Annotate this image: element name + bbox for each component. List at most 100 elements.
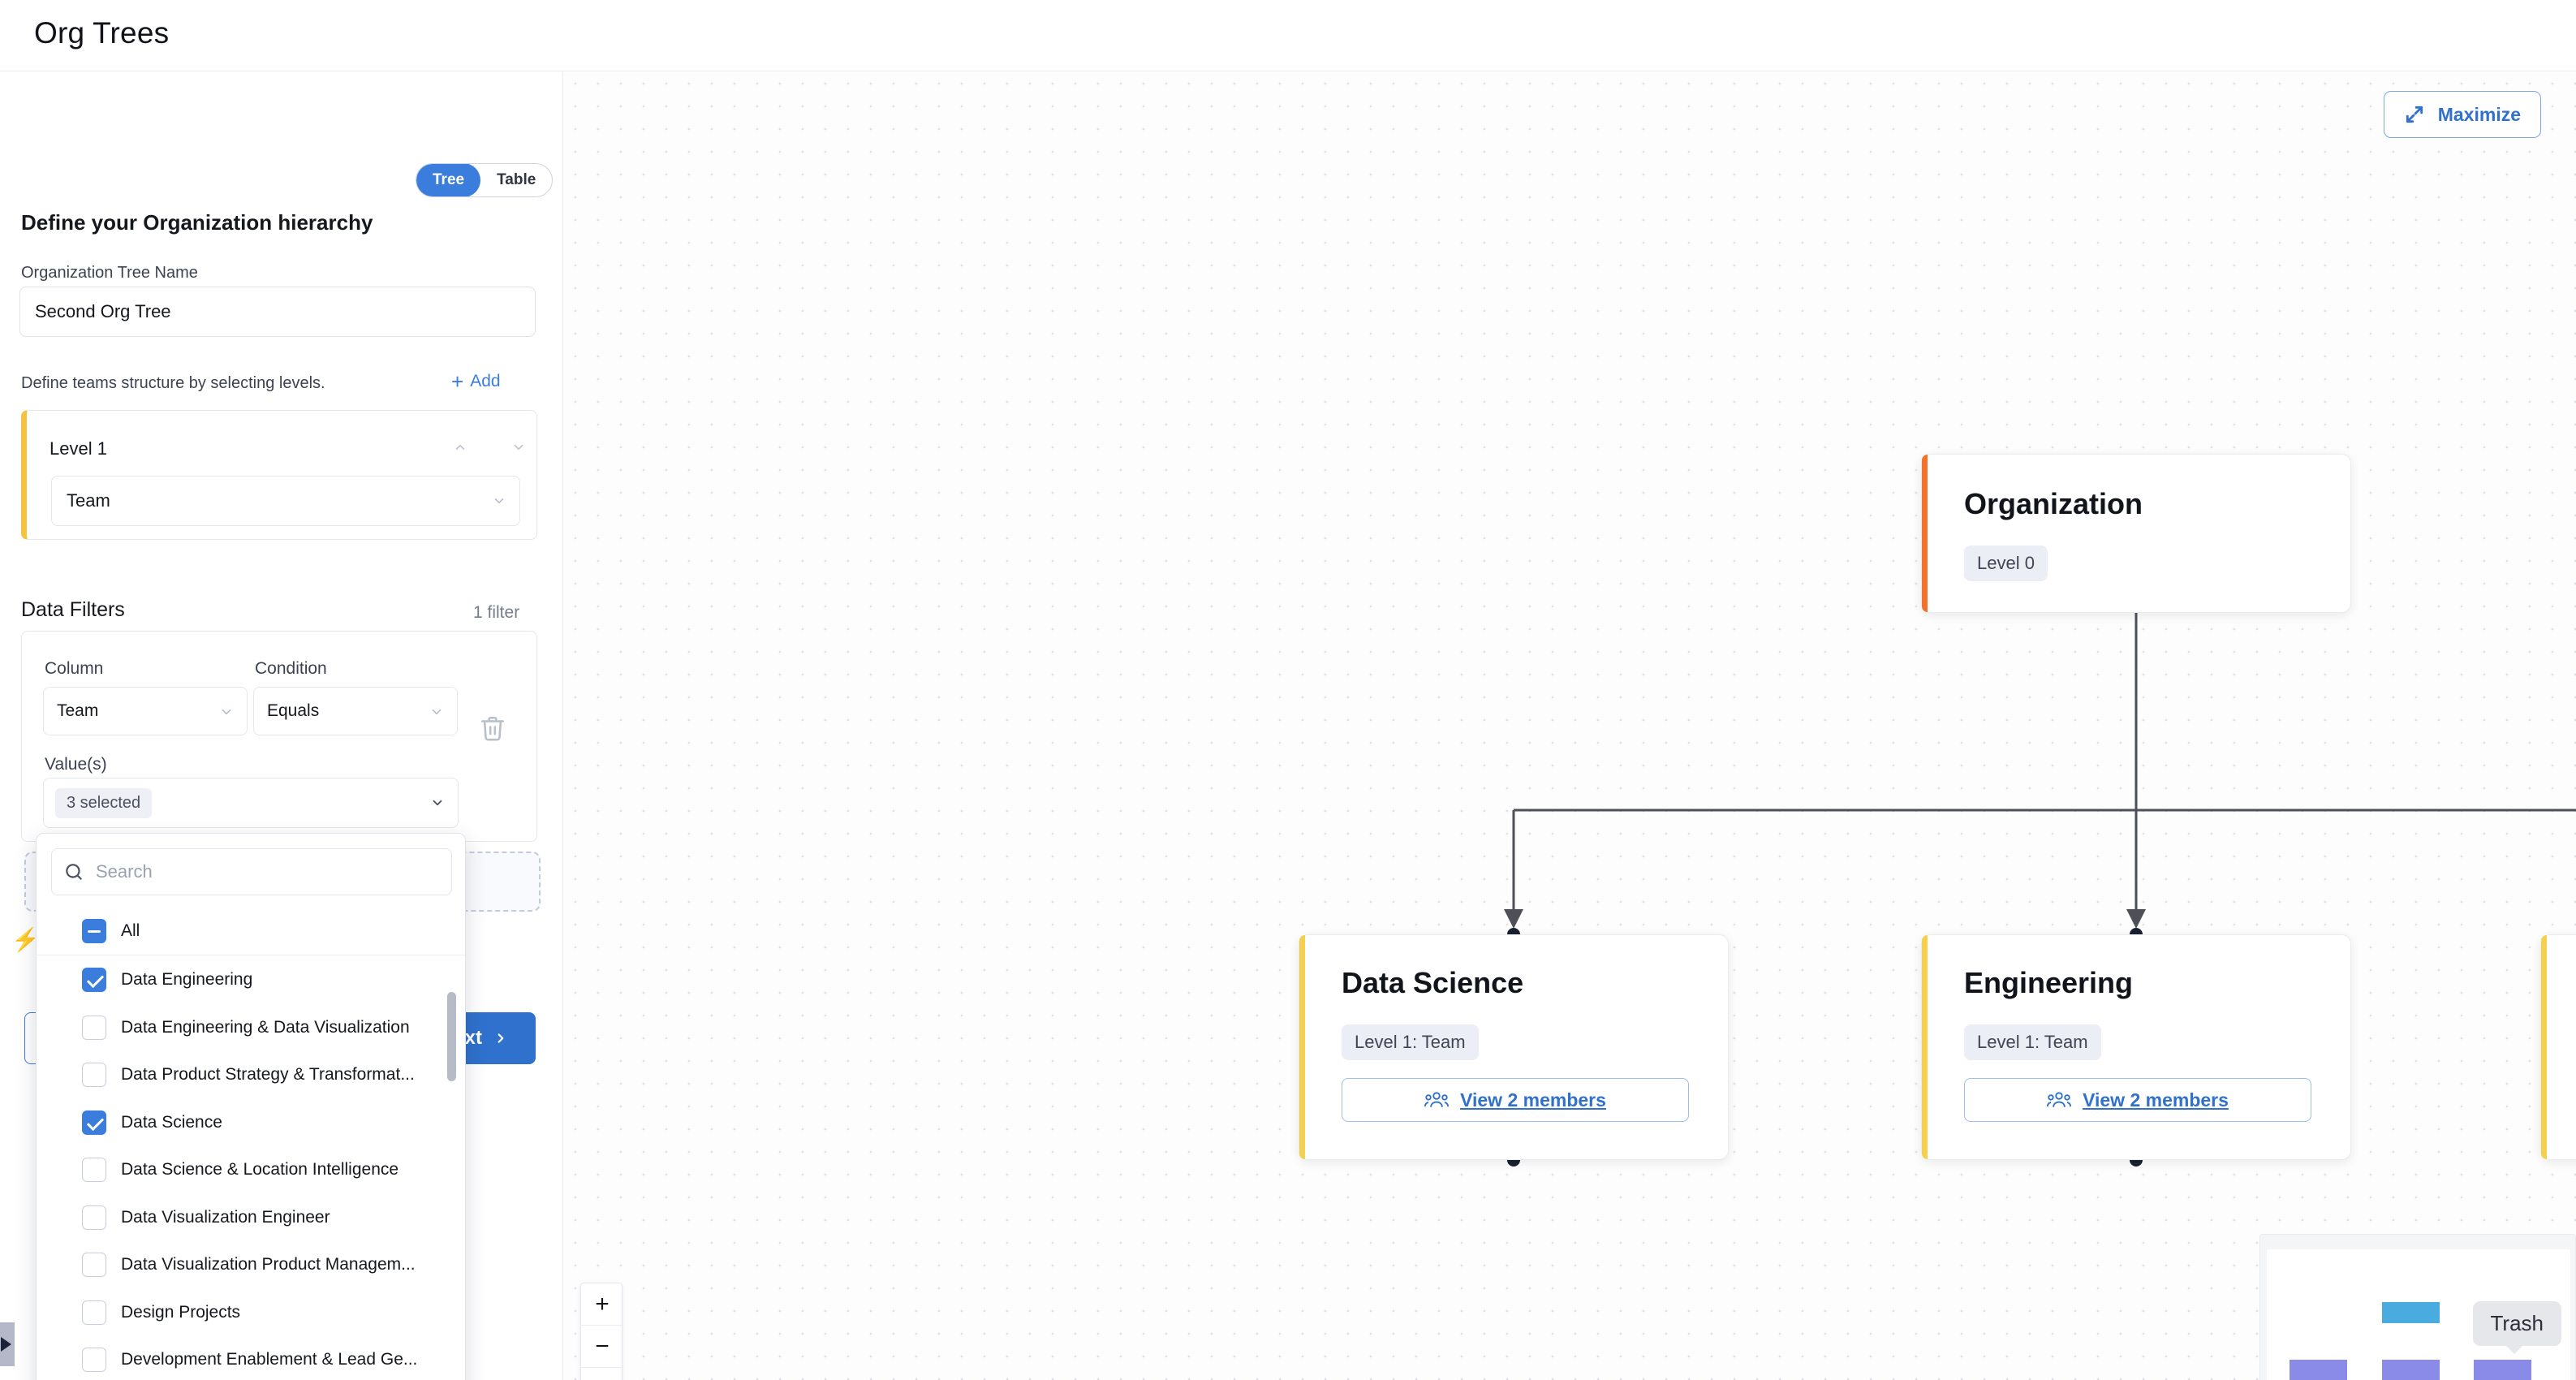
minimap-node-child <box>2474 1360 2531 1380</box>
view-members-button[interactable]: View 2 members <box>1964 1078 2311 1122</box>
zoom-out-button[interactable]: − <box>581 1326 622 1368</box>
filter-condition-select[interactable]: Equals <box>253 687 458 735</box>
fit-view-button[interactable] <box>581 1368 622 1380</box>
view-members-label: View 2 members <box>1460 1089 1606 1110</box>
option-label: Data Engineering <box>121 970 253 990</box>
filter-column-select[interactable]: Team <box>43 687 248 735</box>
option-checkbox[interactable] <box>82 1158 106 1183</box>
chevron-down-icon <box>433 800 442 806</box>
select-all-checkbox[interactable] <box>82 918 106 943</box>
node-accent-bar <box>1922 935 1928 1159</box>
option-checkbox[interactable] <box>82 1110 106 1135</box>
option-label: Data Engineering & Data Visualization <box>121 1017 410 1037</box>
list-item[interactable]: Data Product Strategy & Transformat... <box>37 1051 465 1099</box>
list-item[interactable]: Development Enablement & Lead Ge... <box>37 1336 465 1380</box>
view-mode-toggle[interactable]: Tree Table <box>416 163 554 197</box>
list-item[interactable]: Data Engineering <box>37 956 465 1004</box>
option-checkbox[interactable] <box>82 1205 106 1230</box>
tree-name-input[interactable] <box>19 287 536 337</box>
move-level-down-button[interactable] <box>507 438 530 456</box>
option-checkbox[interactable] <box>82 1015 106 1040</box>
search-input[interactable] <box>96 861 420 882</box>
option-checkbox[interactable] <box>82 1063 106 1088</box>
node-accent-bar <box>1922 455 1928 612</box>
chevron-down-icon <box>432 709 442 715</box>
filter-count: 1 filter <box>473 603 520 622</box>
option-checkbox[interactable] <box>82 1253 106 1278</box>
select-all-label: All <box>121 921 140 940</box>
tree-canvas[interactable]: Maximize <box>564 72 2576 1380</box>
option-label: Data Science <box>121 1112 222 1132</box>
trash-tooltip: Trash <box>2472 1301 2561 1354</box>
collapse-panel-handle[interactable] <box>0 1322 15 1366</box>
node-level-badge: Level 1: Team <box>1342 1024 1479 1060</box>
zoom-in-button[interactable]: + <box>581 1283 622 1326</box>
tree-node-organization[interactable]: Organization Level 0 <box>1921 454 2351 613</box>
minimap-node-child <box>2290 1360 2347 1380</box>
node-accent-bar <box>1299 935 1305 1159</box>
list-item[interactable]: Data Science & Location Intelligence <box>37 1146 465 1194</box>
lightning-icon: ⚡ <box>11 927 40 952</box>
option-checkbox[interactable] <box>82 1348 106 1373</box>
tree-name-label: Organization Tree Name <box>21 264 198 282</box>
level-column-select[interactable]: Team <box>51 476 520 526</box>
node-title: Engineering <box>1964 966 2134 999</box>
dropdown-select-all-row[interactable]: All <box>37 907 465 955</box>
filter-condition-value: Equals <box>267 701 320 720</box>
view-members-label: View 2 members <box>2083 1089 2229 1110</box>
minimap-node-child <box>2382 1360 2440 1380</box>
option-label: Design Projects <box>121 1302 241 1322</box>
filter-values-select[interactable]: 3 selected <box>43 778 459 828</box>
move-level-up-button[interactable] <box>449 438 472 456</box>
list-item[interactable]: Data Engineering & Data Visualization <box>37 1004 465 1052</box>
data-filters-heading: Data Filters <box>21 598 125 621</box>
option-label: Data Visualization Product Managem... <box>121 1255 416 1274</box>
node-accent-bar <box>2541 935 2547 1159</box>
delete-filter-button[interactable] <box>479 714 506 743</box>
node-title: Data Science <box>1342 966 1524 999</box>
list-item[interactable]: Data Visualization Product Managem... <box>37 1241 465 1289</box>
dropdown-option-list[interactable]: Data Engineering Data Engineering & Data… <box>37 956 465 1380</box>
list-item[interactable]: Design Projects <box>37 1289 465 1337</box>
option-label: Data Visualization Engineer <box>121 1207 330 1227</box>
add-level-button[interactable]: + Add <box>451 371 501 392</box>
chevron-down-icon <box>494 498 504 504</box>
minimap-node-root <box>2382 1302 2440 1323</box>
option-label: Data Product Strategy & Transformat... <box>121 1065 415 1085</box>
maximize-button[interactable]: Maximize <box>2383 91 2541 138</box>
dropdown-search-wrap[interactable] <box>51 848 452 895</box>
view-members-button[interactable]: View 2 members <box>1342 1078 1689 1122</box>
condition-label: Condition <box>255 659 327 678</box>
minimap-viewport <box>2267 1249 2570 1380</box>
option-label: Data Science & Location Intelligence <box>121 1160 399 1179</box>
panel-heading: Define your Organization hierarchy <box>21 210 373 235</box>
tree-node-data-science[interactable]: Data Science Level 1: Team View 2 member… <box>1299 934 1729 1160</box>
add-level-label: Add <box>470 372 501 390</box>
page-title: Org Trees <box>34 16 170 50</box>
dropdown-scrollbar-thumb[interactable] <box>447 992 456 1081</box>
members-icon <box>1424 1092 1450 1107</box>
tree-edges <box>1504 535 2576 1167</box>
chevron-down-icon <box>222 709 231 715</box>
node-title: Organization <box>1964 487 2143 520</box>
filter-column-value: Team <box>57 701 99 720</box>
list-item[interactable]: Data Science <box>37 1099 465 1147</box>
option-checkbox[interactable] <box>82 968 106 993</box>
list-item[interactable]: Data Visualization Engineer <box>37 1194 465 1242</box>
left-config-panel: Tree Table Define your Organization hier… <box>0 72 563 1380</box>
node-level-badge: Level 1: Team <box>1964 1024 2101 1060</box>
option-checkbox[interactable] <box>82 1300 106 1325</box>
tab-tree[interactable]: Tree <box>416 164 481 196</box>
plus-icon: + <box>451 369 464 394</box>
chevron-right-icon <box>498 1033 504 1043</box>
option-label: Development Enablement & Lead Ge... <box>121 1350 418 1369</box>
tab-table[interactable]: Table <box>497 171 536 188</box>
define-levels-text: Define teams structure by selecting leve… <box>21 374 325 392</box>
tree-node-engineering[interactable]: Engineering Level 1: Team View 2 members <box>1921 934 2351 1160</box>
values-dropdown-popup: All Data Engineering Data Engineering & … <box>36 833 466 1380</box>
level-card-1: Level 1 Team <box>21 410 537 540</box>
node-level-badge: Level 0 <box>1964 546 2048 581</box>
trash-icon <box>480 716 505 741</box>
tree-node-data-engineering[interactable]: Data Engineering Level 1: Team View 1 me… <box>2540 934 2576 1160</box>
